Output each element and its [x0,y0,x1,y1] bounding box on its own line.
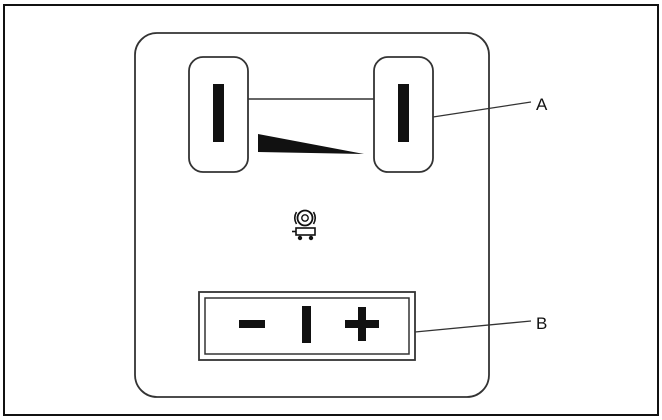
callout-b-leader [414,320,532,333]
manual-trailer-brake-lever[interactable] [188,56,434,173]
control-panel-plate [134,32,490,398]
gain-control-inner-frame [204,297,410,355]
left-paddle-bar-icon [213,84,224,142]
gain-decrease-button[interactable] [239,320,265,328]
callout-a-label: A [536,95,548,114]
callout-a-leader [432,101,532,118]
figure-border [3,4,659,416]
gain-center-divider-icon [302,306,311,343]
callout-b-label: B [536,314,547,333]
right-paddle-bar-icon [398,84,409,142]
ramp-indicator-icon [258,134,364,154]
brake-gain-control[interactable] [198,291,416,361]
gain-increase-button[interactable] [345,307,379,341]
trailer-brake-icon [292,209,317,241]
